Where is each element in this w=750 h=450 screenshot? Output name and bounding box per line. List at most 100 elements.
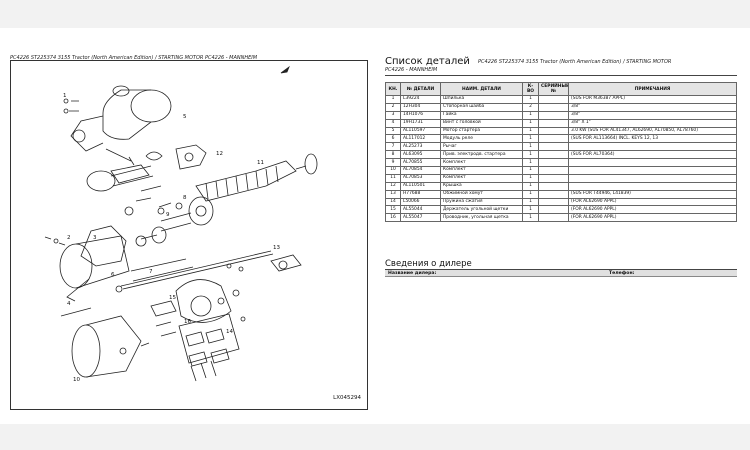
- cell-key: 4: [385, 118, 401, 128]
- callout-14: 14: [226, 329, 233, 335]
- header-part-number: № ДЕТАЛИ: [400, 82, 441, 96]
- cell-part-name: Гайка: [440, 110, 523, 120]
- cell-notes: (SUS FOR T44946, L41839): [568, 189, 737, 199]
- cell-part-number[interactable]: AL55044: [400, 205, 441, 215]
- cell-key: 12: [385, 181, 401, 191]
- cell-part-number[interactable]: AL110501: [400, 181, 441, 191]
- cell-quantity: 1: [522, 213, 539, 223]
- cell-key: 13: [385, 189, 401, 199]
- callout-3: 3: [93, 235, 97, 241]
- callout-13: 13: [273, 245, 280, 251]
- cell-part-name: Прив. электродв. стартера: [440, 150, 523, 160]
- dealer-phone-label: Телефон:: [609, 271, 635, 276]
- cell-part-number[interactable]: H77688: [400, 189, 441, 199]
- callout-15: 15: [169, 295, 176, 301]
- header-key: КН.: [385, 82, 401, 96]
- callout-12: 12: [216, 151, 223, 157]
- cell-part-number[interactable]: 12H304: [400, 102, 441, 112]
- callout-10: 10: [73, 377, 80, 383]
- cell-part-number[interactable]: AL70855: [400, 158, 441, 168]
- cell-part-number[interactable]: AL55047: [400, 213, 441, 223]
- header-part-name: НАИМ. ДЕТАЛИ: [440, 82, 523, 96]
- cell-part-number[interactable]: AL70854: [400, 166, 441, 175]
- cell-serial: [538, 181, 569, 191]
- cell-quantity: 1: [522, 95, 539, 104]
- cell-notes: (SUS FOR M36387 APPL): [568, 95, 737, 104]
- cell-part-number[interactable]: AL63095: [400, 150, 441, 160]
- cell-quantity: 1: [522, 189, 539, 199]
- figure-code: LX045294: [333, 395, 361, 401]
- cell-part-name: Пружина сжатия: [440, 197, 523, 207]
- header-serial: СЕРИЙНЫЙ №: [538, 82, 569, 96]
- cell-key: 1: [385, 95, 401, 104]
- callout-7: 7: [149, 269, 153, 275]
- cell-key: 11: [385, 173, 401, 183]
- callout-5: 5: [183, 114, 187, 120]
- cell-part-name: Проводник, угольная щетка: [440, 213, 523, 223]
- cell-quantity: 1: [522, 197, 539, 207]
- cell-part-number[interactable]: 19H1731: [400, 118, 441, 128]
- cell-key: 5: [385, 126, 401, 136]
- cell-part-number[interactable]: AL70853: [400, 173, 441, 183]
- cell-notes: (SUS FOR AL113664) INCL. KEYS 12, 13: [568, 134, 737, 144]
- cell-serial: [538, 126, 569, 136]
- cell-part-name: Комплект: [440, 173, 523, 183]
- cell-key: 8: [385, 150, 401, 160]
- cell-key: 14: [385, 197, 401, 207]
- cell-serial: [538, 166, 569, 175]
- cell-serial: [538, 150, 569, 160]
- cell-serial: [538, 173, 569, 183]
- cell-key: 2: [385, 102, 401, 112]
- cell-part-number[interactable]: AL117012: [400, 134, 441, 144]
- cell-quantity: 1: [522, 181, 539, 191]
- parts-table: КН. № ДЕТАЛИ НАИМ. ДЕТАЛИ К-ВО СЕРИЙНЫЙ …: [385, 82, 737, 223]
- cell-key: 9: [385, 158, 401, 168]
- title-divider: [385, 75, 737, 76]
- cell-serial: [538, 213, 569, 223]
- cell-key: 7: [385, 142, 401, 152]
- cell-quantity: 1: [522, 134, 539, 144]
- cell-notes: 3/8": [568, 102, 737, 112]
- cell-part-number[interactable]: AL110597: [400, 126, 441, 136]
- cell-serial: [538, 134, 569, 144]
- cell-notes: [568, 158, 737, 168]
- cell-part-name: Шпилька: [440, 95, 523, 104]
- cell-part-number[interactable]: 14H1076: [400, 110, 441, 120]
- cell-notes: 3/8": [568, 110, 737, 120]
- cell-part-name: Модуль реле: [440, 134, 523, 144]
- cell-serial: [538, 158, 569, 168]
- parts-list-title: Список деталей: [385, 56, 470, 67]
- callout-11: 11: [257, 160, 264, 166]
- cell-quantity: 1: [522, 142, 539, 152]
- cell-key: 16: [385, 213, 401, 223]
- cell-notes: (FOR AL62690 APPL): [568, 205, 737, 215]
- cell-serial: [538, 118, 569, 128]
- cell-part-number[interactable]: AL25273: [400, 142, 441, 152]
- cell-key: 3: [385, 110, 401, 120]
- cell-part-name: Держатель угольной щетки: [440, 205, 523, 215]
- cell-quantity: 1: [522, 118, 539, 128]
- cell-key: 15: [385, 205, 401, 215]
- cell-part-number[interactable]: L39224: [400, 95, 441, 104]
- cell-quantity: 2: [522, 102, 539, 112]
- cell-part-number[interactable]: L50066: [400, 197, 441, 207]
- cell-quantity: 1: [522, 166, 539, 175]
- cell-part-name: Крышка: [440, 181, 523, 191]
- top-margin-band: [0, 0, 750, 28]
- dealer-divider: [385, 269, 737, 270]
- cell-notes: [568, 181, 737, 191]
- cell-notes: (SUS FOR AL70364): [568, 150, 737, 160]
- cell-quantity: 1: [522, 173, 539, 183]
- callout-8: 8: [183, 195, 187, 201]
- cell-notes: [568, 142, 737, 152]
